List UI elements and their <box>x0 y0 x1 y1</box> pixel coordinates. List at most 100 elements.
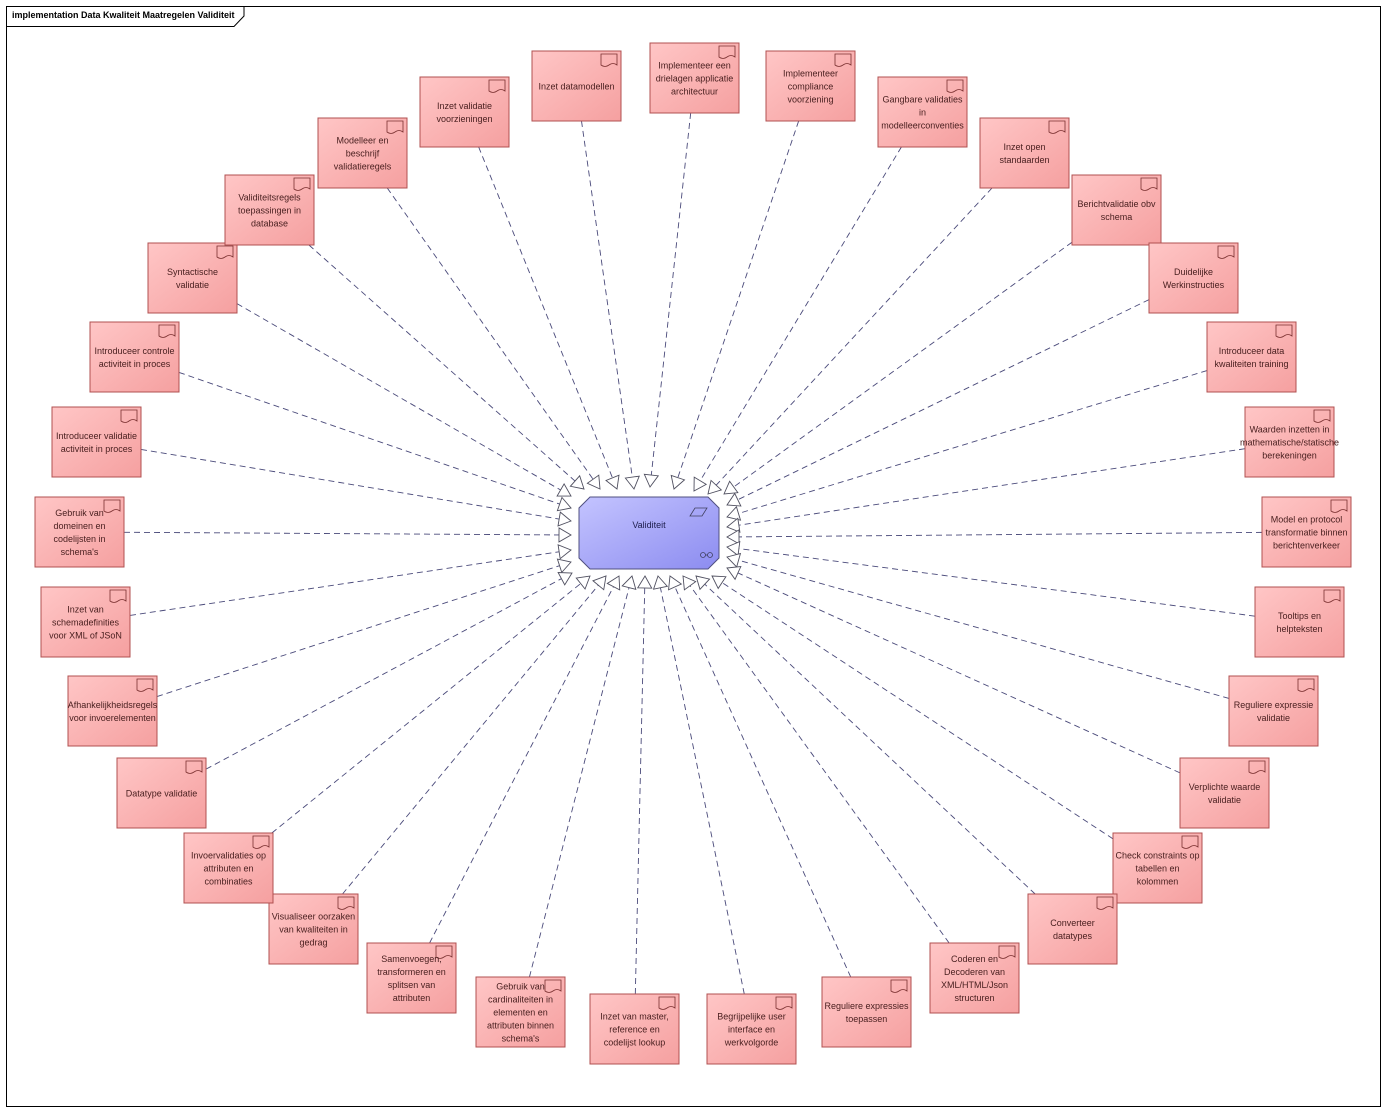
requirement-node-label: Introduceer controle <box>94 346 174 356</box>
requirement-icon <box>718 45 736 59</box>
requirement-node-box <box>1071 174 1162 246</box>
requirement-node-label: transformatie binnen <box>1265 528 1347 538</box>
requirement-node-label: activiteit in proces <box>61 444 133 454</box>
arrowhead-icon <box>636 575 653 589</box>
requirement-node-box <box>821 976 912 1048</box>
requirement-node-label: schema's <box>502 1034 540 1044</box>
requirement-node-label: Samenvoegen, <box>381 954 442 964</box>
requirement-node-box <box>183 832 274 904</box>
requirement-node-label: Afhankelijkheidsregels <box>68 700 158 710</box>
requirement-node[interactable]: Introduceer controle activiteit in proces <box>89 321 180 393</box>
requirement-node-box <box>51 406 142 478</box>
realization-connector <box>721 582 1114 840</box>
requirement-icon <box>216 245 234 259</box>
requirement-node-box <box>531 50 622 122</box>
arrowhead-icon <box>682 575 697 591</box>
requirement-icon <box>1275 324 1293 338</box>
realization-connector <box>140 448 560 520</box>
requirement-icon <box>1248 760 1266 774</box>
arrowhead-icon <box>556 558 572 574</box>
realization-connector <box>738 559 1230 699</box>
requirement-node-label: Gangbare validaties <box>882 95 963 105</box>
arrowhead-icon <box>557 511 572 527</box>
realization-connector <box>677 120 800 478</box>
requirement-node-label: Implementeer <box>783 69 838 79</box>
requirement-icon <box>1323 589 1341 603</box>
requirement-node-label: Coderen en <box>951 954 998 964</box>
requirement-icon <box>386 120 404 134</box>
realization-connector <box>478 146 613 479</box>
requirement-icon <box>1140 177 1158 191</box>
realization-connector <box>178 371 560 505</box>
requirement-node-label: Modelleer en <box>336 136 388 146</box>
requirement-node[interactable]: Waarden inzetten inmathematische/statisc… <box>1240 406 1339 478</box>
requirement-icon <box>998 945 1016 959</box>
requirement-node-label: voorzieningen <box>436 114 492 124</box>
arrowhead-icon <box>668 575 683 591</box>
arrowhead-icon <box>569 474 585 490</box>
requirement-node-label: berichtenverkeer <box>1273 541 1340 551</box>
realization-connector <box>699 146 902 481</box>
requirement-icon <box>544 979 562 993</box>
requirement-icon <box>185 760 203 774</box>
requirement-node[interactable]: Model en protocol transformatie binnen ber… <box>1261 496 1352 568</box>
requirement-node-box <box>1027 893 1118 965</box>
center-node[interactable]: Validiteit <box>578 496 720 570</box>
requirement-node-label: domeinen en <box>53 521 105 531</box>
requirement-node-box <box>1254 586 1345 658</box>
requirement-icon <box>337 896 355 910</box>
requirement-node-label: van kwaliteiten in <box>279 925 348 935</box>
realization-connector <box>650 112 692 476</box>
realization-connector <box>738 448 1246 526</box>
requirement-node-label: voorziening <box>787 95 833 105</box>
requirement-node-label: Model en protocol <box>1271 515 1343 525</box>
arrowhead-icon <box>558 527 572 543</box>
connector-layer <box>123 112 1263 995</box>
requirement-icon <box>120 409 138 423</box>
requirement-node-label: beschrijf <box>346 149 380 159</box>
requirement-node[interactable]: Datatype validatie <box>116 757 207 829</box>
requirement-icon <box>1048 120 1066 134</box>
requirement-node-label: splitsen van <box>388 980 436 990</box>
requirement-node-label: Inzet van <box>67 605 104 615</box>
requirement-node-label: cardinaliteiten in <box>488 995 553 1005</box>
requirement-node-label: combinaties <box>204 877 253 887</box>
requirement-icon <box>158 324 176 338</box>
requirement-node-label: activiteit in proces <box>99 359 171 369</box>
requirement-node-box <box>34 496 125 568</box>
requirement-icon <box>109 589 127 603</box>
requirement-node-label: in <box>919 108 926 118</box>
realization-connector <box>659 587 745 995</box>
requirement-node[interactable]: Inzet datamodellen <box>531 50 622 122</box>
requirement-node-label: Gebruik van <box>55 508 104 518</box>
